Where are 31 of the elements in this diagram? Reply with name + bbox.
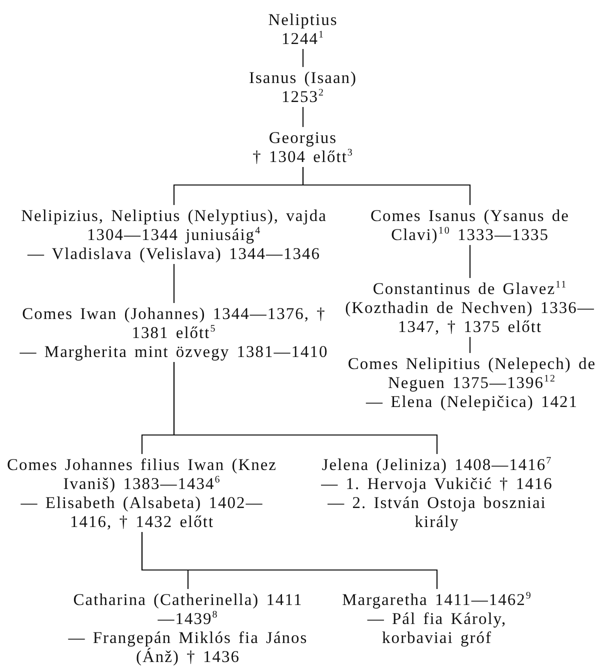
genealogy-entry: — Frangepán Miklós fia János (Ánž) † 1436: [68, 628, 308, 666]
family-line: [469, 245, 471, 278]
genealogy-entry: Nelipizius, Neliptius (Nelyptius), vajda 1304—1344 juniusáig$^{4}$: [20, 206, 328, 244]
genealogy-entry: Comes Isanus (Ysanus de Clavi)$^{10}$ 1333—1335: [369, 206, 571, 244]
genealogy-entry: — 2. István Ostoja boszniai király: [326, 493, 548, 531]
genealogy-entry: — Vladislava (Velislava) 1344—1346: [26, 244, 322, 263]
genealogy-entry: 1253$^{2}$: [280, 87, 326, 106]
family-line: [302, 167, 471, 205]
genealogy-entry: Margaretha 1411—1462$^{9}$: [341, 590, 533, 609]
genealogy-entry: Comes Iwan (Johannes) 1344—1376, † 1381 előtt$^{5}$: [21, 304, 327, 342]
genealogy-entry: Catharina (Catherinella) 1411—1439$^{8}$: [72, 590, 304, 628]
genealogy-entry: — Elisabeth (Alsabeta) 1402—1416, † 1432 előtt: [20, 493, 264, 531]
genealogy-entry: Comes Johannes filius Iwan (Knez Ivaniš) 1383—1434$^{6}$: [6, 455, 278, 493]
genealogy-entry: 1244$^{1}$: [280, 29, 326, 48]
genealogy-entry: Jelena (Jeliniza) 1408—1416$^{7}$: [320, 455, 554, 474]
genealogy-entry: † 1304 előtt$^{3}$: [252, 147, 354, 166]
genealogy-entry: Comes Nelipitius (Nelepech) de Neguen 1375—1396$^{12}$: [346, 354, 598, 392]
genealogy-entry: Georgius: [268, 128, 338, 147]
genealogy-entry: — Pál fia Károly, korbaviai gróf: [366, 609, 508, 647]
family-line: [173, 362, 438, 454]
family-line: [302, 49, 304, 67]
genealogy-entry: Constantinus de Glavez$^{11}$ (Kozthadin de Nechven) 1336—1347, † 1375 előtt: [344, 279, 596, 336]
genealogy-entry: Isanus (Isaan): [248, 68, 358, 87]
family-line: [141, 532, 438, 589]
family-line: [173, 264, 175, 303]
genealogy-entry: — Elena (Nelepičica) 1421: [364, 392, 579, 411]
family-line: [302, 107, 304, 127]
genealogy-entry: — 1. Hervoja Vukičić † 1416: [320, 474, 554, 493]
family-line: [469, 337, 471, 353]
genealogy-entry: — Margherita mint özvegy 1381—1410: [19, 342, 329, 361]
genealogy-entry: Neliptius: [267, 10, 339, 29]
